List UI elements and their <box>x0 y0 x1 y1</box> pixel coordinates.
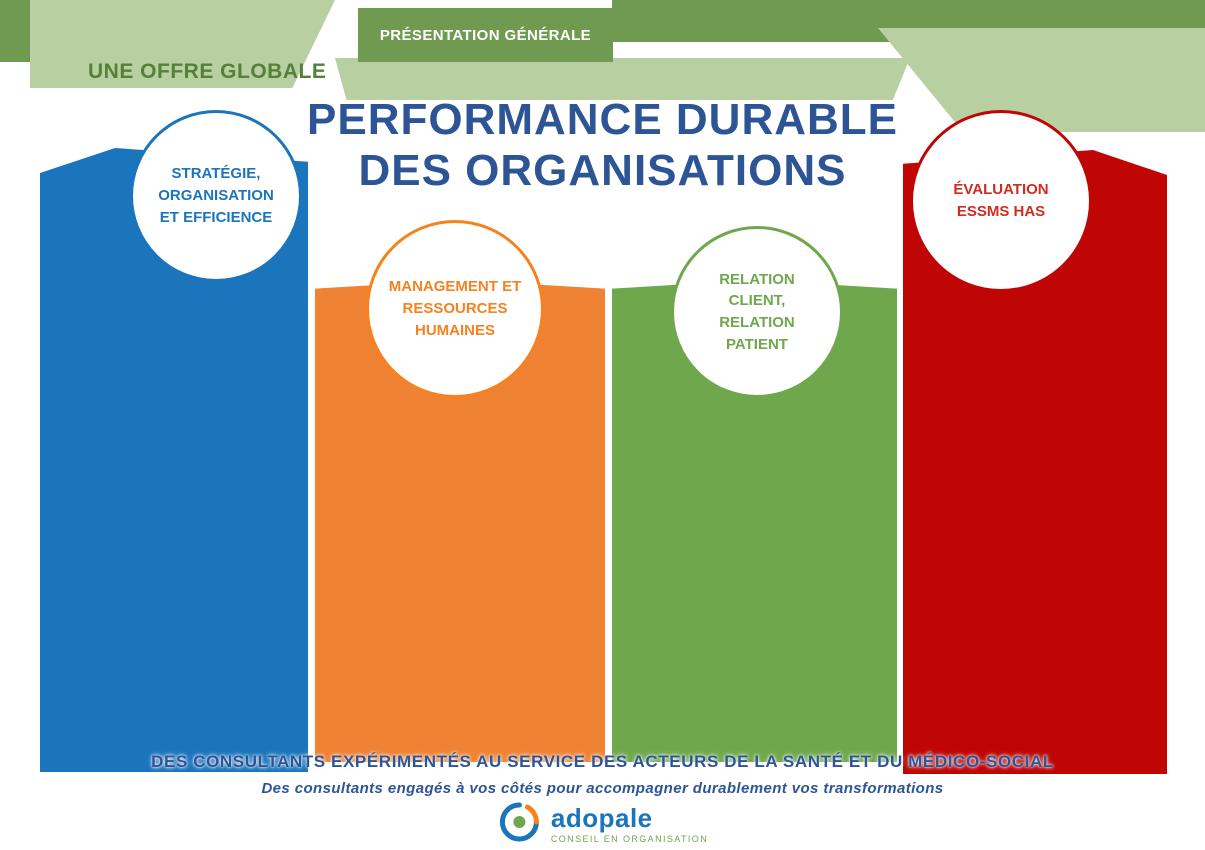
logo-tagline: conseil en organisation <box>550 834 709 844</box>
offer-circle-relation: RELATION CLIENT, RELATION PATIENT <box>671 226 843 398</box>
presentation-generale-label: PRÉSENTATION GÉNÉRALE <box>379 26 592 44</box>
presentation-generale-band: PRÉSENTATION GÉNÉRALE <box>358 8 613 62</box>
page-title-line1: PERFORMANCE DURABLE <box>307 95 898 144</box>
top-band-light-left <box>30 0 335 88</box>
offer-circle-management: MANAGEMENT ET RESSOURCES HUMAINES <box>366 220 544 398</box>
company-logo: adopale conseil en organisation <box>497 800 708 849</box>
logo-text-block: adopale conseil en organisation <box>551 805 708 844</box>
top-band-dark-left <box>0 0 33 62</box>
offer-circle-evaluation: ÉVALUATION ESSMS HAS <box>910 110 1092 292</box>
offer-label-strategie: STRATÉGIE, ORGANISATION ET EFFICIENCE <box>158 165 274 226</box>
logo-name: adopale <box>550 803 653 833</box>
offer-label-evaluation: ÉVALUATION ESSMS HAS <box>953 181 1049 220</box>
logo-swirl-icon <box>497 800 541 849</box>
page-title-line2: DES ORGANISATIONS <box>358 146 847 196</box>
footer-tagline-2: Des consultants engagés à vos côtés pour… <box>261 780 944 797</box>
offer-label-relation: RELATION CLIENT, RELATION PATIENT <box>719 270 795 353</box>
top-band-light-middle <box>335 58 910 100</box>
offer-label-management: MANAGEMENT ET RESSOURCES HUMAINES <box>388 278 522 339</box>
footer-tagline-1: DES CONSULTANTS EXPÉRIMENTÉS AU SERVICE … <box>151 752 1054 771</box>
offer-circle-strategie: STRATÉGIE, ORGANISATION ET EFFICIENCE <box>130 110 302 282</box>
page-title: PERFORMANCE DURABLE DES ORGANISATIONS <box>0 94 1205 196</box>
offer-global-label: UNE OFFRE GLOBALE <box>88 60 327 83</box>
